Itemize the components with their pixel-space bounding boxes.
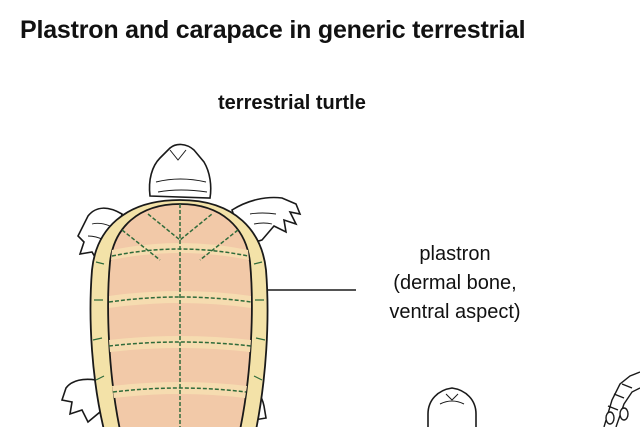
turtle-head (148, 143, 212, 199)
plastron-label-line-1: plastron (419, 243, 491, 265)
skeleton-limb (603, 371, 640, 427)
figure-subtitle: terrestrial turtle (218, 92, 366, 114)
second-turtle-head (427, 387, 477, 427)
figure-title: Plastron and carapace in generic terrest… (20, 16, 526, 44)
plastron-label-line-2: (dermal bone, (393, 272, 517, 294)
plastron-band-2 (109, 291, 251, 308)
marginal-seams (92, 261, 266, 381)
plastron-label-line-3: ventral aspect) (389, 301, 521, 323)
plastron-label: plastron (dermal bone, ventral aspect) (360, 240, 550, 327)
head-lines (155, 149, 208, 193)
second-turtle-head-lines (439, 393, 465, 405)
right-leg-scales (249, 212, 277, 225)
plastron-seams (108, 204, 252, 427)
plastron-band-1 (111, 243, 249, 260)
